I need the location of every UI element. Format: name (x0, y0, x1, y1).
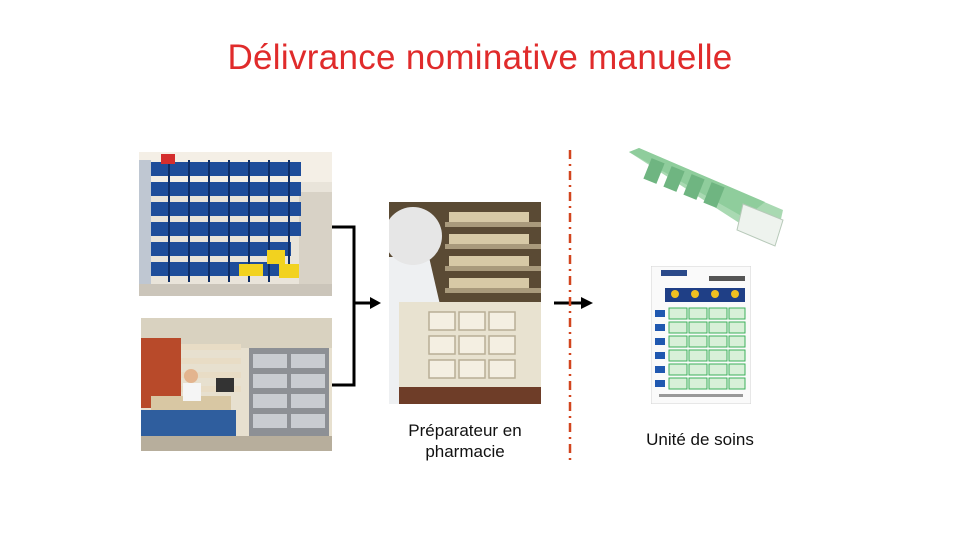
bracket-connector (332, 225, 356, 387)
ward-caption: Unité de soins (646, 430, 754, 449)
automated-cabinet-image (141, 318, 332, 451)
bracket-arrow-head-icon (370, 297, 381, 309)
flow-arrow-head-icon (581, 297, 593, 309)
preparer-image (389, 202, 541, 404)
storage-shelves-image (139, 152, 332, 296)
preparer-caption: Préparateur en pharmacie (408, 421, 522, 461)
pill-organizer-image (625, 138, 785, 248)
blister-card-image (651, 266, 751, 404)
slide-title: Délivrance nominative manuelle (227, 38, 733, 77)
